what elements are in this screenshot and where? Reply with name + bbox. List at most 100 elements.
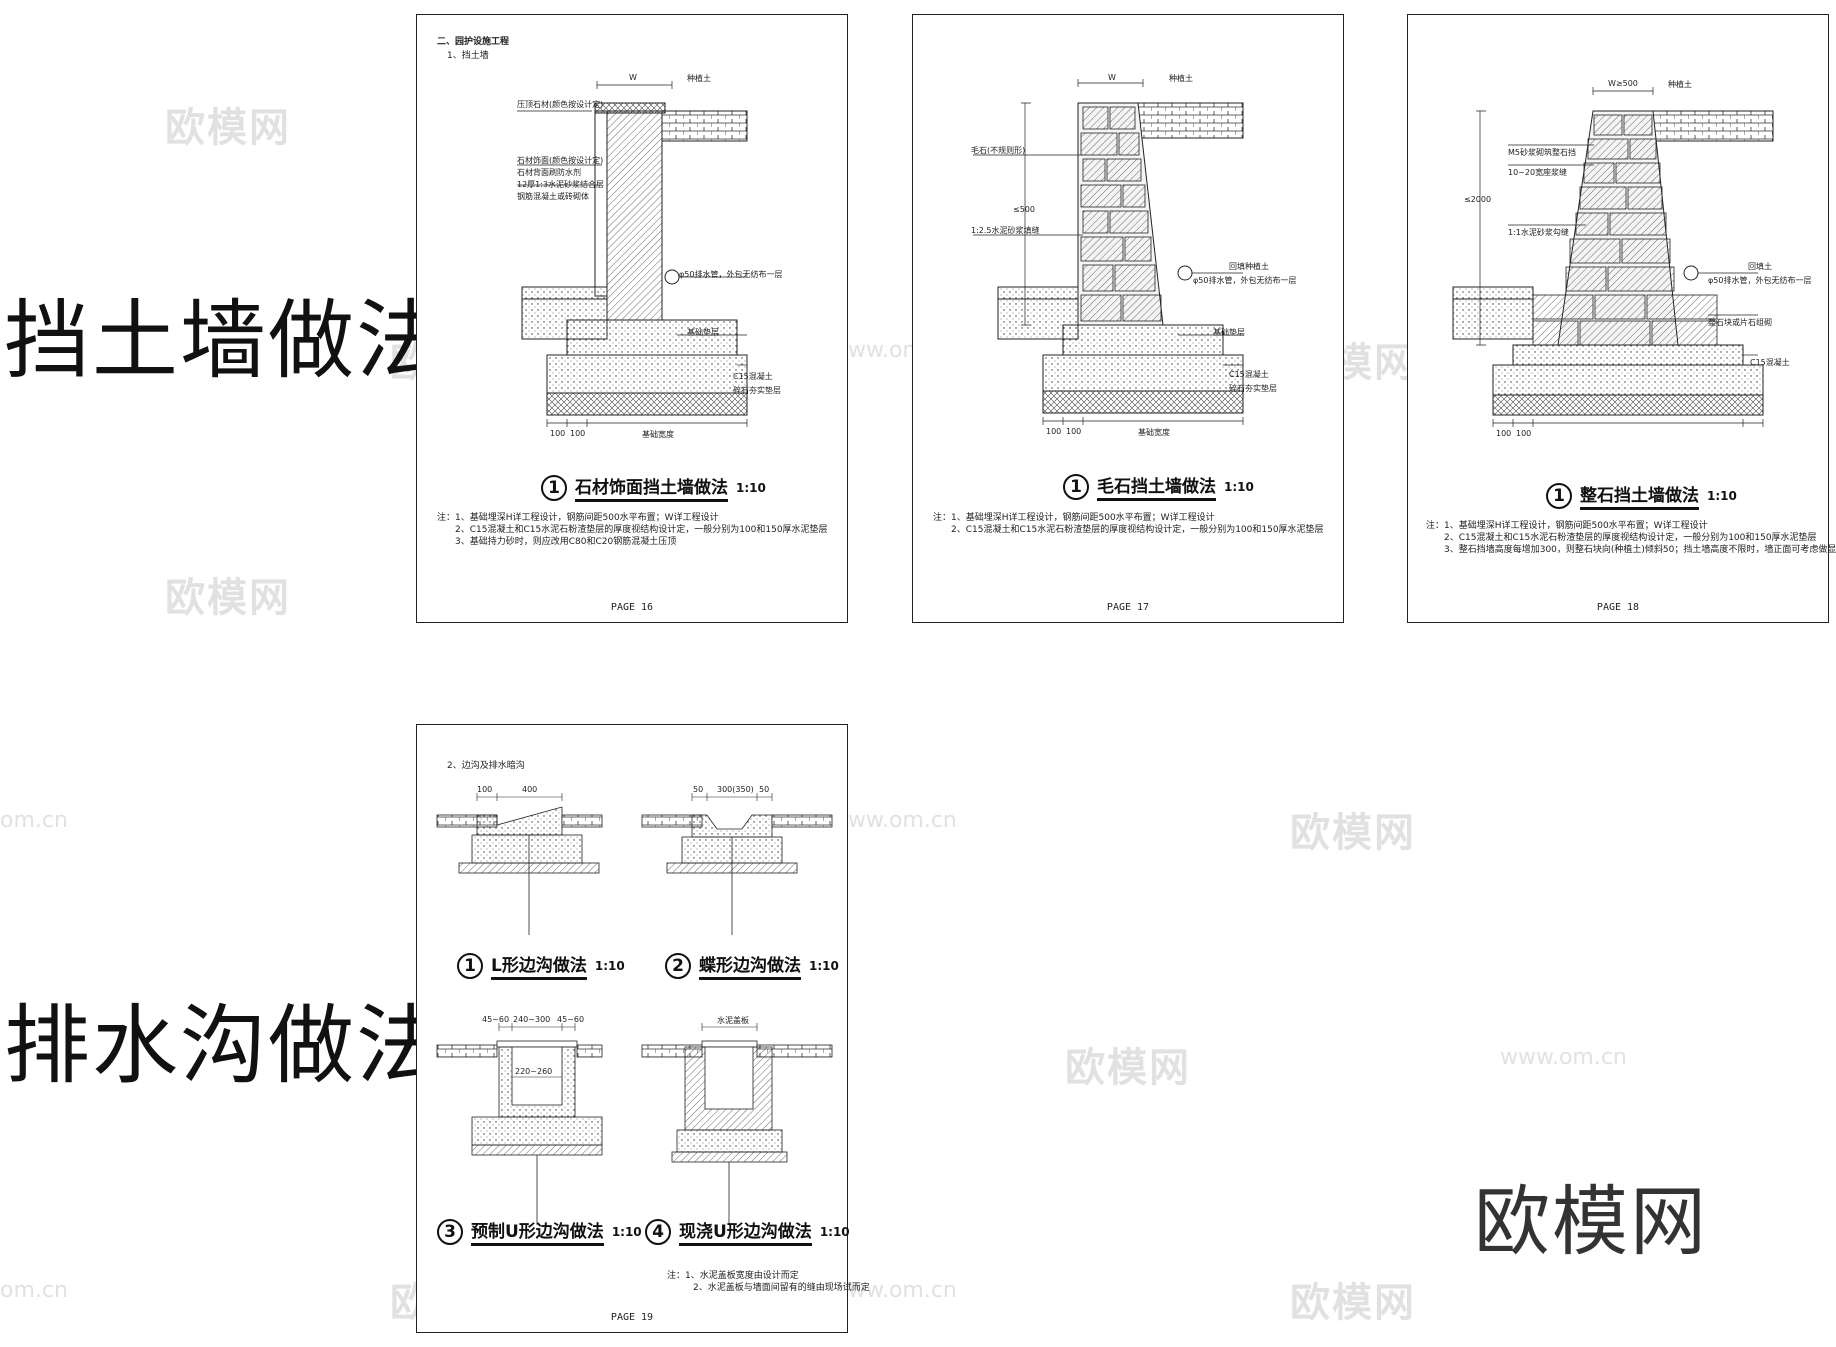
drawing-sheet-page-19: 2、边沟及排水暗沟 100 400 50 300(350) 50 240~300… [416, 724, 870, 1333]
detail-scale: 1:10 [809, 958, 839, 973]
retaining-wall-stone-facing-drawing [517, 81, 748, 427]
drawing-caption: 1 石材饰面挡土墙做法 1:10 [541, 473, 766, 502]
watermark: 欧模网 [1290, 810, 1416, 856]
dim-label: 45~60 [557, 1015, 585, 1024]
note-line: 3、整石挡墙高度每增加300，则整石块向(种植土)倾斜50；挡土墙高度不限时，墙… [1444, 545, 1836, 555]
page-number: PAGE 17 [1106, 602, 1150, 613]
callout-label: 1:2.5水泥砂浆填缝 [971, 226, 1040, 235]
detail-scale: 1:10 [594, 958, 625, 973]
sheet-header: 二、园护设施工程 [437, 37, 510, 47]
watermark: om.cn [0, 1278, 68, 1303]
callout-label: C15混凝土 [733, 372, 773, 381]
dim-label: 100 [1046, 427, 1062, 436]
callout-label: φ50排水管，外包无纺布一层 [679, 270, 783, 279]
callout-label: φ50排水管，外包无纺布一层 [1708, 276, 1812, 285]
callout-label: 10~20宽座浆缝 [1508, 168, 1568, 177]
dim-label: 50 [693, 785, 704, 794]
callout-label: 1:1水泥砂浆勾缝 [1508, 228, 1569, 237]
section-title-drainage-ditch: 排水沟做法 [4, 996, 444, 1096]
dim-label: 100 [550, 429, 566, 438]
callout-label: 石材背面刷防水剂 [517, 168, 581, 177]
dim-label: 100 [1496, 429, 1512, 438]
detail-title: 石材饰面挡土墙做法 [575, 473, 728, 502]
callout-label: 回填种植土 [1229, 262, 1269, 271]
drawing-caption-3: 3 预制U形边沟做法 1:10 [437, 1217, 642, 1246]
dim-label: 50 [759, 785, 770, 794]
detail-scale: 1:10 [611, 1224, 642, 1239]
detail-title: L形边沟做法 [491, 951, 587, 980]
callout-label: φ50排水管，外包无纺布一层 [1193, 276, 1297, 285]
dim-label: 100 [1066, 427, 1082, 436]
dim-label: 100 [1516, 429, 1532, 438]
callout-label: 毛石(不规则形) [971, 146, 1026, 155]
sheet-header: 2、边沟及排水暗沟 [447, 761, 525, 771]
detail-number: 1 [457, 952, 483, 979]
detail-scale: 1:10 [819, 1224, 850, 1239]
dim-label: 300(350) [717, 785, 754, 794]
retaining-wall-block-stone-drawing [1452, 87, 1774, 427]
detail-number: 4 [645, 1218, 671, 1245]
detail-number: 1 [1063, 473, 1089, 500]
dim-label: 240~300 [513, 1015, 551, 1024]
watermark: om.cn [0, 808, 68, 833]
note-line: 2、水泥盖板与墙面间留有的缝由现场试而定 [693, 1283, 870, 1293]
dim-label: 100 [477, 785, 493, 794]
drawing-caption: 1 整石挡土墙做法 1:10 [1546, 481, 1737, 510]
callout-label: C15混凝土 [1750, 358, 1790, 367]
callout-label: C15混凝土 [1229, 370, 1269, 379]
dim-label: W [1108, 73, 1116, 82]
drawing-caption-1: 1 L形边沟做法 1:10 [457, 951, 625, 980]
note-line: 3、基础持力砂时，则应改用C80和C20钢筋混凝土压顶 [455, 537, 677, 547]
callout-label: 碎石夯实垫层 [1229, 384, 1277, 393]
detail-number: 1 [541, 474, 567, 501]
drawing-sheet-page-18: W≥500 种植土 M5砂浆砌筑整石挡 10~20宽座浆缝 ≤2000 1:1水… [1407, 14, 1836, 623]
callout-label: 种植土 [1668, 80, 1692, 89]
page-number: PAGE 18 [1596, 602, 1640, 613]
watermark: www.om.cn [1500, 1045, 1627, 1070]
callout-label: 12厚1:3水泥砂浆结合层 [517, 180, 605, 189]
detail-title: 预制U形边沟做法 [471, 1217, 604, 1246]
drawing-caption-4: 4 现浇U形边沟做法 1:10 [645, 1217, 850, 1246]
detail-title: 现浇U形边沟做法 [679, 1217, 812, 1246]
dim-label: ≤500 [1013, 205, 1035, 214]
detail-scale: 1:10 [736, 480, 766, 495]
note-line: 2、C15混凝土和C15水泥石粉渣垫层的厚度视结构设计定，一般分别为100和15… [1444, 533, 1817, 543]
note-line: 注：1、水泥盖板宽度由设计而定 [667, 1271, 799, 1281]
callout-label: 碎石夯实垫层 [733, 386, 781, 395]
callout-label: 种植土 [1169, 74, 1193, 83]
dim-label: 基础宽度 [642, 430, 674, 439]
dim-label: ≤2000 [1464, 195, 1492, 204]
detail-scale: 1:10 [1707, 488, 1737, 503]
callout-label: 水泥盖板 [717, 1016, 749, 1025]
drawing-caption-2: 2 蝶形边沟做法 1:10 [665, 951, 839, 980]
callout-label: 钢筋混凝土或砖砌体 [517, 192, 589, 201]
callout-label: 回填土 [1748, 262, 1772, 271]
page-number: PAGE 16 [610, 602, 654, 613]
detail-title: 毛石挡土墙做法 [1097, 472, 1216, 501]
watermark: 欧模网 [1290, 1280, 1416, 1326]
dim-label: W [629, 73, 637, 82]
dim-label: 100 [570, 429, 586, 438]
callout-label: 压顶石材(颜色按设计定) [517, 100, 604, 109]
dim-label: 400 [522, 785, 538, 794]
retaining-wall-rubble-stone-drawing [973, 79, 1244, 425]
callout-label: 整石块或片石组砌 [1708, 318, 1772, 327]
note-line: 2、C15混凝土和C15水泥石粉渣垫层的厚度视结构设计定，一般分别为100和15… [455, 525, 828, 535]
detail-title: 蝶形边沟做法 [699, 951, 801, 980]
page-number: PAGE 19 [610, 1312, 654, 1323]
detail-number: 3 [437, 1218, 463, 1245]
watermark: 欧模网 [165, 575, 291, 621]
drawing-caption: 1 毛石挡土墙做法 1:10 [1063, 472, 1254, 501]
watermark: 欧模网 [1065, 1045, 1191, 1091]
drawing-sheet-page-17: W 种植土 毛石(不规则形) ≤500 1:2.5水泥砂浆填缝 φ50排水管，外… [912, 14, 1344, 623]
watermark: www.om.cn [830, 808, 957, 833]
dim-label: W≥500 [1608, 79, 1638, 88]
dim-label: 45~60 [482, 1015, 510, 1024]
note-line: 2、C15混凝土和C15水泥石粉渣垫层的厚度视结构设计定，一般分别为100和15… [951, 525, 1324, 535]
callout-label: 石材饰面(颜色按设计定) [517, 156, 604, 165]
note-line: 注：1、基础埋深H详工程设计，钢筋间距500水平布置；W详工程设计 [437, 513, 719, 523]
detail-number: 1 [1546, 482, 1572, 509]
callout-label: M5砂浆砌筑整石挡 [1508, 148, 1576, 157]
brand-logo-text: 欧模网 [1474, 1177, 1708, 1266]
dim-label: 220~260 [515, 1067, 553, 1076]
